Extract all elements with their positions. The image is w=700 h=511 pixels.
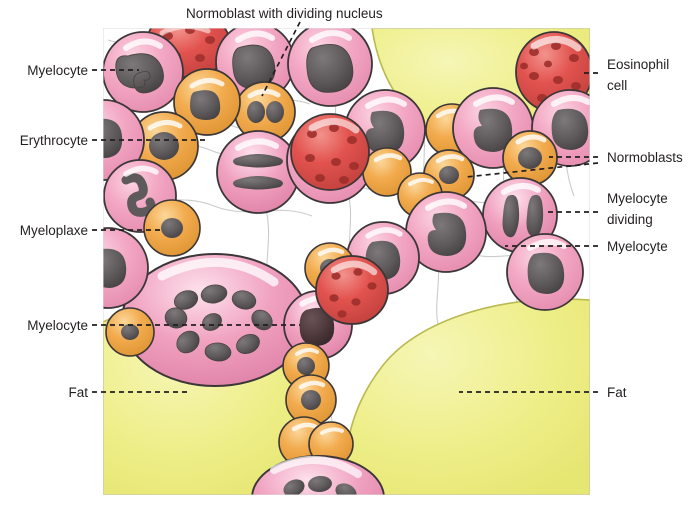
cell-myelocyte-dividing-labeled[interactable] [482, 177, 558, 253]
label-eosinophil-cell-line-2: cell [607, 78, 628, 93]
label-fat-left: Fat [68, 385, 88, 400]
label-myelocyte-dividing-line-2: dividing [607, 212, 653, 227]
label-myeloplaxe: Myeloplaxe [19, 223, 88, 238]
cell-normoblast-corridor-2 [285, 374, 337, 426]
cell-normoblast-1 [173, 68, 241, 136]
cell-normoblast-labeled-1[interactable] [502, 130, 558, 186]
cell-eosinophil-labeled[interactable] [515, 31, 592, 113]
cell-myelocyte-left-lower [103, 227, 149, 309]
cell-normoblast-right-b [362, 147, 412, 197]
label-myelocyte-3: Myelocyte [607, 239, 668, 254]
label-myelocyte-1: Myelocyte [27, 63, 88, 78]
label-myelocyte-dividing-line-1: Myelocyte [607, 191, 668, 206]
leader-normoblast-dividing [261, 21, 301, 97]
label-normoblasts: Normoblasts [607, 150, 683, 165]
cell-eosinophil-bottom-right-corner [315, 255, 389, 325]
cell-myeloplaxe-bottom [251, 455, 385, 495]
cell-myelocyte-labeled-1 [103, 31, 184, 113]
cell-myeloplaxe[interactable] [121, 253, 309, 387]
label-fat-right: Fat [607, 385, 627, 400]
cell-normoblast-3 [143, 199, 201, 257]
cell-field [103, 28, 592, 495]
leader-lines [92, 21, 599, 393]
cell-normoblast-left-bottom [105, 307, 155, 357]
label-myelocyte-2: Myelocyte [27, 318, 88, 333]
cell-myelocyte-right-4 [405, 191, 487, 273]
cell-myelocyte-top-3 [287, 28, 373, 107]
cell-myelocyte-labeled-right[interactable] [506, 233, 584, 311]
label-eosinophil-cell-line-1: Eosinophil [607, 57, 670, 72]
cell-eosinophil-core [290, 113, 370, 191]
cell-normoblast-dividing[interactable] [234, 81, 296, 143]
cell-myelocyte-dividing-center [216, 130, 300, 214]
label-erythrocyte: Erythrocyte [19, 133, 88, 148]
leader-normoblasts-b [465, 162, 599, 178]
label-normoblast-dividing-nucleus: Normoblast with dividing nucleus [186, 6, 383, 21]
